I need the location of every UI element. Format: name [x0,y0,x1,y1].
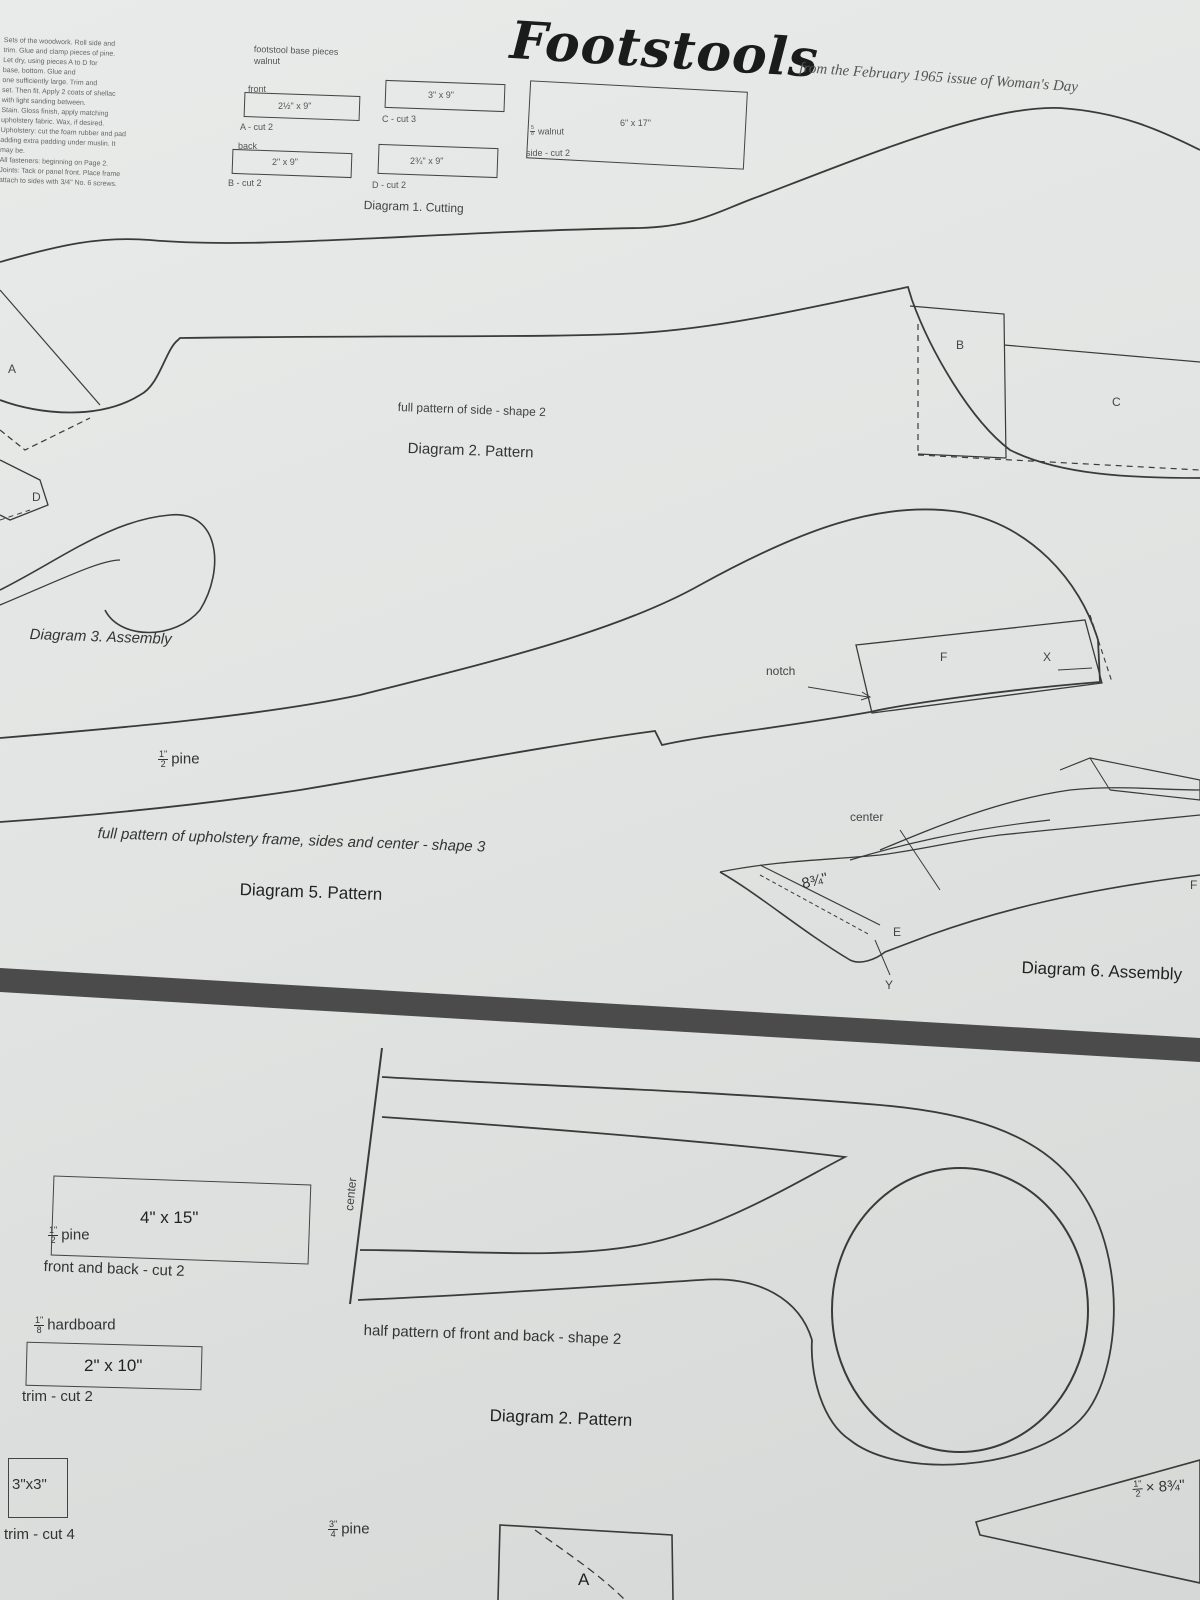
assembly-curl [0,514,216,634]
half-pattern-outer [381,1076,1115,1466]
label-x: X [1043,650,1052,664]
trim-square-label: trim - cut 4 [4,1526,75,1543]
side-pattern-top-curve [0,107,1200,263]
walnut-label: walnut [254,56,281,66]
upholstery-frame-outline [0,508,1101,823]
label-d: D [32,490,41,504]
side-pattern-outline [0,285,1200,479]
side-label: side - cut 2 [526,148,571,158]
label-a-bottom: A [578,1570,590,1589]
piece-a-label: A - cut 2 [240,122,274,132]
back-label: back [238,141,258,151]
assembly-frame [719,871,1200,963]
instructions-text: Sets of the woodwork. Roll side and trim… [0,36,127,189]
label-c: C [1112,395,1121,409]
piece-c-size: 3" x 9" [428,90,454,100]
section-divider-band [0,968,1200,1062]
center-label-top: center [850,810,884,824]
label-e: E [893,925,902,939]
label-b: B [956,338,965,352]
trim-label: trim - cut 2 [22,1388,93,1405]
piece-b-size: 2" x 9" [272,157,298,167]
piece-b-label: B - cut 2 [228,178,262,188]
front-back-size: 4" x 15" [140,1208,199,1227]
label-y: Y [885,978,894,992]
front-label: front [248,84,267,94]
piece-c-label: C - cut 3 [382,114,417,124]
trim-size: 2" x 10" [84,1356,143,1375]
label-a: A [8,362,17,376]
label-f-assembly: F [1190,878,1198,892]
side-size: 6" x 17" [620,118,651,128]
label-f: F [940,650,948,664]
half-pattern-inner [359,1116,849,1255]
block-c [1003,344,1200,363]
circle-cutout [831,1167,1089,1453]
block-f [855,619,1103,714]
trim-square-box [8,1458,68,1518]
piece-d-label: D - cut 2 [372,180,407,190]
piece-d-size: 2¾" x 9" [410,156,444,166]
block-b [909,305,1007,459]
center-line [349,1047,383,1305]
notch-label: notch [766,664,796,678]
trim-square-size: 3"x3" [12,1476,47,1493]
piece-a-size: 2½" x 9" [278,101,312,111]
corner-dimension: 1"2× 8¾" [1132,1476,1186,1499]
